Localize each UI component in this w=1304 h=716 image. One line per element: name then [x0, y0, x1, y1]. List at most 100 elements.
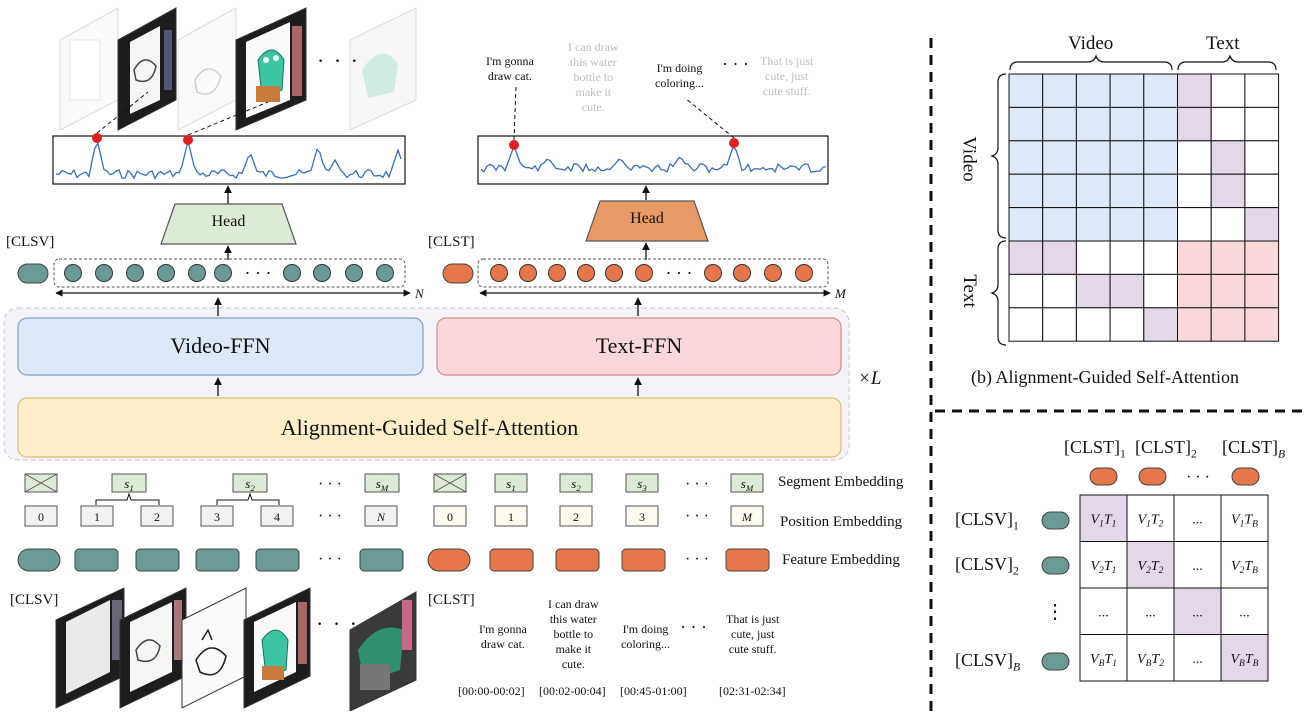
- mask-cell: [1244, 140, 1280, 175]
- text-col-brace: [1177, 54, 1277, 71]
- video-token: [157, 264, 175, 282]
- mask-cell: [1075, 173, 1111, 209]
- mask-cell: [1008, 140, 1044, 175]
- similarity-cell: [1220, 587, 1269, 635]
- clst-token: [442, 263, 474, 284]
- feature-embedding-text: [621, 548, 666, 572]
- timestamp-2: [00:02-00:04]: [539, 684, 606, 698]
- text-token: [764, 264, 782, 282]
- ellipsis-bottom-frames: · · ·: [316, 611, 359, 636]
- feature-ellipsis-text: · · ·: [685, 551, 709, 568]
- top-video-frames: [59, 7, 417, 131]
- position-embedding-box: [433, 505, 467, 527]
- clst-label-1: [CLST]1: [1064, 437, 1126, 461]
- ellipsis-bottom-quotes: · · ·: [680, 617, 707, 637]
- mask-cell: [1109, 207, 1145, 242]
- mask-cell: [1008, 106, 1044, 142]
- position-embedding-box: [200, 505, 234, 527]
- mask-cell: [1177, 140, 1212, 175]
- clsv-token: [1041, 652, 1070, 671]
- text-token: [519, 264, 537, 282]
- mask-cell: [1075, 106, 1111, 142]
- video-token-ellipsis: · · ·: [245, 263, 272, 283]
- segment-embedding-text: s3: [637, 476, 647, 493]
- position-embedding-text: 0: [38, 510, 44, 524]
- position-embedding-box: [24, 505, 58, 527]
- clst-token: [1138, 467, 1167, 486]
- null-segment-cross: [24, 473, 58, 493]
- matrix-row-video-label: Video: [958, 136, 980, 182]
- mask-cell: [1075, 273, 1111, 309]
- similarity-cell: [1173, 494, 1222, 542]
- similarity-cell-text: ...: [1192, 605, 1203, 620]
- video-ffn-box: [17, 317, 424, 376]
- segment-embedding-box: [625, 473, 659, 493]
- mask-cell: [1210, 207, 1246, 242]
- similarity-cell-text: ...: [1239, 605, 1250, 620]
- video-token: [126, 264, 144, 282]
- clsv-token: [1041, 556, 1070, 575]
- bottom-frame-2: [119, 587, 187, 709]
- similarity-cell: [1220, 541, 1269, 589]
- timestamp-4: [02:31-02:34]: [719, 684, 786, 698]
- position-embedding-box: [730, 505, 764, 527]
- video-token: [313, 264, 331, 282]
- segment-ellipsis-video: · · ·: [318, 476, 342, 493]
- panel-b-caption: (b) Alignment-Guided Self-Attention: [971, 367, 1239, 387]
- similarity-cell-text: ...: [1098, 605, 1109, 620]
- position-embedding-text: 2: [573, 510, 579, 524]
- similarity-cell-text: ...: [1192, 559, 1203, 574]
- clst-label-2: [CLST]2: [1135, 437, 1197, 461]
- segment-embedding-text: s2: [245, 476, 255, 493]
- clst-ellipsis: · · ·: [1186, 469, 1210, 486]
- video-token: [188, 264, 206, 282]
- matrix-col-text-label: Text: [1206, 33, 1240, 54]
- position-embedding-box: [364, 505, 398, 527]
- batch-tokens: · · ·⋮: [1041, 467, 1260, 671]
- mask-cell: [1042, 140, 1077, 175]
- mask-cell: [1143, 106, 1179, 142]
- similarity-cell: [1126, 494, 1175, 542]
- clsv-label-1: [CLSV]1: [955, 509, 1019, 533]
- segment-embedding-box: [232, 473, 268, 493]
- text-token: [490, 264, 508, 282]
- similarity-cell-text: V1TB: [1231, 512, 1258, 529]
- bottom-frame-4: [243, 587, 311, 709]
- position-embedding-text: 3: [214, 510, 220, 524]
- text-token-ellipsis: · · ·: [666, 263, 693, 283]
- text-token: [605, 264, 623, 282]
- similarity-cell-text: VBTB: [1230, 652, 1258, 669]
- mask-cell: [1177, 273, 1212, 309]
- position-embedding-box: [260, 505, 294, 527]
- similarity-cell-text: ...: [1192, 652, 1203, 667]
- mask-cell: [1109, 240, 1145, 275]
- mask-cell: [1210, 173, 1246, 209]
- text-row-brace: [990, 240, 1007, 346]
- text-ffn-box: [436, 317, 842, 376]
- mask-cell: [1143, 173, 1179, 209]
- text-head-label: Head: [630, 210, 664, 227]
- feature-embedding-label: Feature Embedding: [782, 552, 900, 568]
- mask-cell: [1210, 240, 1246, 275]
- clsv-label-bottom: [CLSV]: [10, 592, 59, 608]
- matrix-row-text-label: Text: [958, 274, 980, 308]
- frame-highlight-2: [235, 7, 307, 131]
- position-embedding-box: [80, 505, 114, 527]
- mask-cell: [1244, 73, 1280, 108]
- mask-cell: [1109, 140, 1145, 175]
- segment-embedding-box: [111, 473, 147, 493]
- text-tokens: · · ·: [490, 263, 813, 283]
- position-embedding-text: 1: [508, 510, 514, 524]
- segment-brace: [216, 492, 280, 505]
- video-token: [283, 264, 301, 282]
- similarity-cell: [1173, 634, 1222, 682]
- mask-cell: [1210, 140, 1246, 175]
- segment-embedding-text: s1: [506, 476, 515, 493]
- mask-cell: [1109, 73, 1145, 108]
- text-token: [704, 264, 722, 282]
- top-quote-1: I'm gonna draw cat.: [486, 54, 534, 83]
- mask-cell: [1177, 240, 1212, 275]
